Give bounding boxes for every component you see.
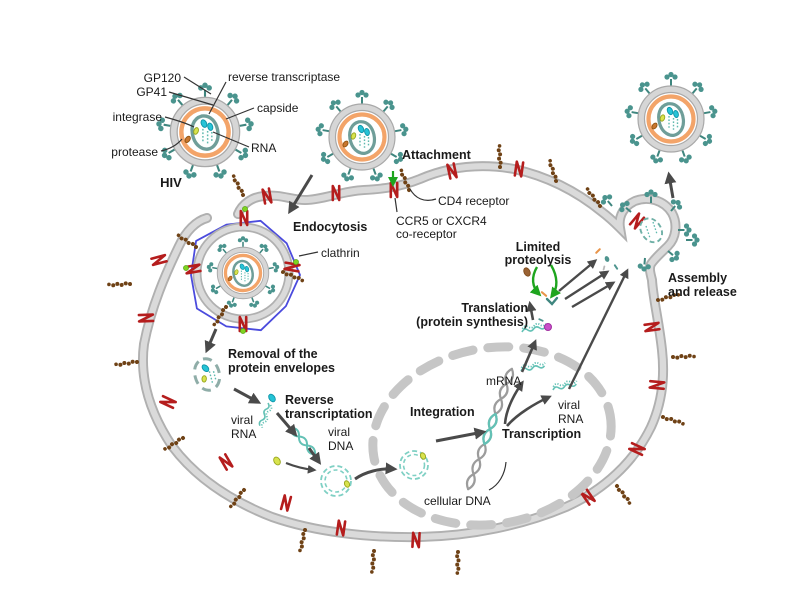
- cd4-receptor-icon: [670, 352, 696, 361]
- label-rna: RNA: [251, 141, 276, 155]
- cell-membrane-core: [139, 163, 679, 541]
- released-virion: [623, 72, 718, 166]
- cd4-receptor-icon: [613, 483, 634, 506]
- arrow-circle-to-nucleus: [354, 462, 398, 481]
- label-clathrin: clathrin: [321, 246, 360, 260]
- label-gp41: GP41: [136, 85, 167, 99]
- label-viral-rna-2: RNA: [231, 427, 256, 441]
- process-arrows: [204, 171, 677, 481]
- cd4-receptor-icon: [113, 358, 140, 369]
- label-gp120: GP120: [144, 71, 182, 85]
- label-removal-1: Removal of the: [228, 347, 318, 361]
- label-hiv: HIV: [160, 175, 182, 190]
- arrow-viral-rna-to-bud: [567, 268, 629, 390]
- arrow-products-to-bud-1: [558, 259, 598, 292]
- label-endocytosis: Endocytosis: [293, 220, 367, 234]
- label-coreceptor-2: co-receptor: [396, 227, 457, 241]
- fusion-site-dots: [183, 206, 299, 334]
- label-translation-1: Translation: [461, 301, 528, 315]
- arrow-transcription-to-mrna: [503, 380, 524, 425]
- diagram-labels: GP120 GP41 integrase protease HIV revers…: [111, 70, 737, 508]
- label-viral-rna-1: viral: [231, 413, 253, 427]
- label-reverse-transcriptase: reverse transcriptase: [228, 70, 340, 84]
- label-nuc-viral-rna-2: RNA: [558, 412, 583, 426]
- proteolysis-products: [523, 267, 559, 306]
- coreceptor-icon: [218, 453, 234, 471]
- coreceptor-icon: [628, 212, 646, 230]
- arrow-bud-to-release: [664, 171, 677, 199]
- circular-viral-dna-nucleus: [399, 450, 429, 480]
- label-capside: capside: [257, 101, 299, 115]
- label-transcription: Transcription: [502, 427, 581, 441]
- label-mrna: mRNA: [486, 374, 521, 388]
- cd4-receptor-icon: [660, 414, 686, 426]
- label-assembly-1: Assembly: [668, 271, 727, 285]
- arrow-transcription-to-viral-rna: [506, 395, 552, 427]
- arrow-endocytosis-to-uncoating: [204, 328, 218, 354]
- arrow-uncoating-to-rna: [233, 387, 262, 404]
- coreceptor-icon: [159, 394, 177, 410]
- nucleus-envelope: [368, 342, 616, 530]
- cd4-receptor-icons: [107, 144, 696, 575]
- label-protease: protease: [111, 145, 158, 159]
- attachment-virion: [314, 90, 409, 184]
- arrow-integration: [435, 427, 487, 443]
- cell-membrane: [137, 161, 681, 543]
- clathrin-coat: [190, 219, 301, 332]
- arrow-attachment-to-endocytosis: [288, 174, 314, 215]
- proteolysis-arrows: [529, 264, 562, 299]
- label-cd4-receptor: CD4 receptor: [438, 194, 509, 208]
- cellular-dna-helix: [465, 367, 515, 491]
- label-proteolysis-1: Limited: [516, 240, 560, 254]
- cd4-receptor-icon: [454, 549, 461, 575]
- assembly-components: [595, 248, 619, 271]
- circular-viral-dna: [320, 465, 352, 497]
- coreceptor-icon: [279, 494, 293, 512]
- arrow-products-to-bud-3: [571, 281, 616, 309]
- coreceptor-icon: [150, 253, 168, 267]
- arrow-translation-up: [526, 300, 537, 321]
- leader-lines: [160, 76, 507, 491]
- endocytosed-virion: [206, 236, 280, 309]
- cd4-receptor-icon: [229, 173, 247, 198]
- cyto-viral-rna: [257, 393, 276, 430]
- label-assembly-2: and release: [668, 285, 737, 299]
- arrow-integrase-to-circle: [285, 461, 317, 474]
- translation-site: [520, 318, 552, 334]
- label-proteolysis-2: proteolysis: [505, 253, 572, 267]
- integrated-provirus: [482, 412, 498, 446]
- label-viral-dna-2: DNA: [328, 439, 353, 453]
- label-viral-dna-1: viral: [328, 425, 350, 439]
- uncoating-capsid: [189, 354, 225, 395]
- cd4-receptor-icon: [297, 527, 308, 553]
- label-translation-2: (protein synthesis): [416, 315, 528, 329]
- label-cellular-dna: cellular DNA: [424, 494, 491, 508]
- arrow-mrna-to-translation: [520, 339, 537, 373]
- label-attachment: Attachment: [402, 148, 472, 162]
- label-reverse-1: Reverse: [285, 393, 334, 407]
- arrow-dna-to-circle: [307, 447, 322, 465]
- ribosome: [544, 323, 552, 331]
- free-integrase: [273, 456, 281, 466]
- label-nuc-viral-rna-1: viral: [558, 398, 580, 412]
- label-removal-2: protein envelopes: [228, 361, 335, 375]
- label-integration: Integration: [410, 405, 475, 419]
- cd4-receptor-icon: [107, 280, 133, 289]
- label-integrase: integrase: [113, 110, 163, 124]
- arrow-rna-to-dna: [275, 412, 298, 437]
- cd4-receptor-icon: [370, 548, 377, 574]
- hiv-virion: [155, 83, 255, 181]
- label-coreceptor-1: CCR5 or CXCR4: [396, 214, 487, 228]
- endocytosis-vesicle: [175, 206, 306, 334]
- budding-virion: [597, 188, 701, 274]
- arrow-products-to-bud-2: [564, 270, 610, 301]
- label-reverse-2: transcriptation: [285, 407, 373, 421]
